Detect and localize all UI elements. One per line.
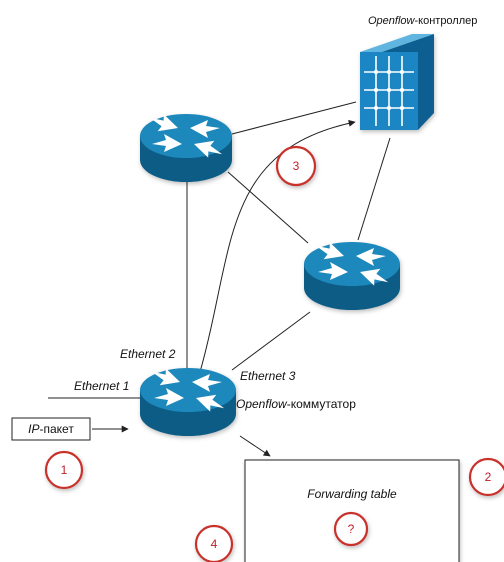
controller-label: Openflow-контроллер [368, 15, 477, 27]
openflow-switch-icon [140, 368, 236, 436]
forwarding-table-title: Forwarding table [307, 487, 397, 501]
link-router2-switch [231, 311, 311, 371]
step-1-number: 1 [61, 463, 68, 477]
step-3-number: 3 [293, 159, 300, 173]
switch-label: Openflow-коммутатор [236, 397, 356, 411]
ip-packet-label: IP-пакет [28, 422, 74, 436]
step-4-number: 4 [211, 537, 218, 551]
openflow-controller-icon [360, 34, 434, 130]
ethernet2-label: Ethernet 2 [120, 347, 176, 361]
router-middle-icon [304, 242, 400, 310]
forwarding-table-value: ? [348, 522, 355, 536]
connections [48, 101, 391, 457]
link-controller-router2 [357, 137, 391, 241]
control-channel-arrow [199, 119, 356, 373]
ethernet3-label: Ethernet 3 [240, 369, 296, 383]
step-4-marker [194, 524, 234, 562]
step-3-marker [275, 145, 317, 187]
forwarding-table-unknown-badge [333, 511, 369, 547]
ethernet1-label: Ethernet 1 [74, 379, 129, 393]
ip-packet: IP-пакет [11, 417, 91, 441]
router-top-icon [140, 114, 232, 182]
forwarding-table [244, 459, 460, 562]
step-1-marker [44, 450, 84, 490]
step-2-number: 2 [485, 470, 492, 484]
switch-to-table-arrow [239, 435, 271, 457]
link-router1-controller [231, 101, 357, 135]
step-2-marker [468, 457, 504, 497]
link-router1-router2 [227, 171, 309, 244]
